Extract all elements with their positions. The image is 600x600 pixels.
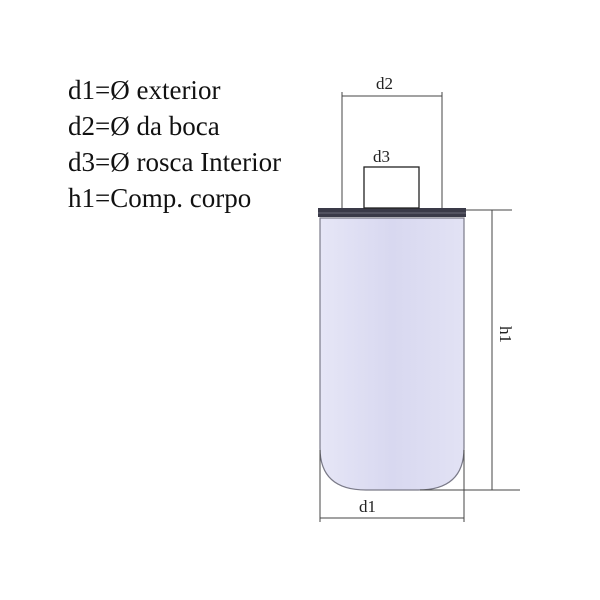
label-d3: d3	[373, 147, 390, 166]
label-d1: d1	[359, 497, 376, 516]
dimension-d2	[341, 92, 443, 208]
legend-item-d2: d2=Ø da boca	[68, 111, 220, 141]
container-neck	[363, 166, 420, 209]
label-d2: d2	[376, 74, 393, 93]
legend-item-d1: d1=Ø exterior	[68, 75, 221, 105]
dimension-h1	[420, 209, 520, 491]
legend-item-d3: d3=Ø rosca Interior	[68, 147, 282, 177]
legend-item-h1: h1=Comp. corpo	[68, 183, 252, 213]
label-h1: h1	[496, 326, 515, 343]
dimension-d1	[319, 450, 465, 522]
container-body	[319, 217, 465, 491]
legend: d1=Ø exterior d2=Ø da boca d3=Ø rosca In…	[68, 72, 281, 216]
